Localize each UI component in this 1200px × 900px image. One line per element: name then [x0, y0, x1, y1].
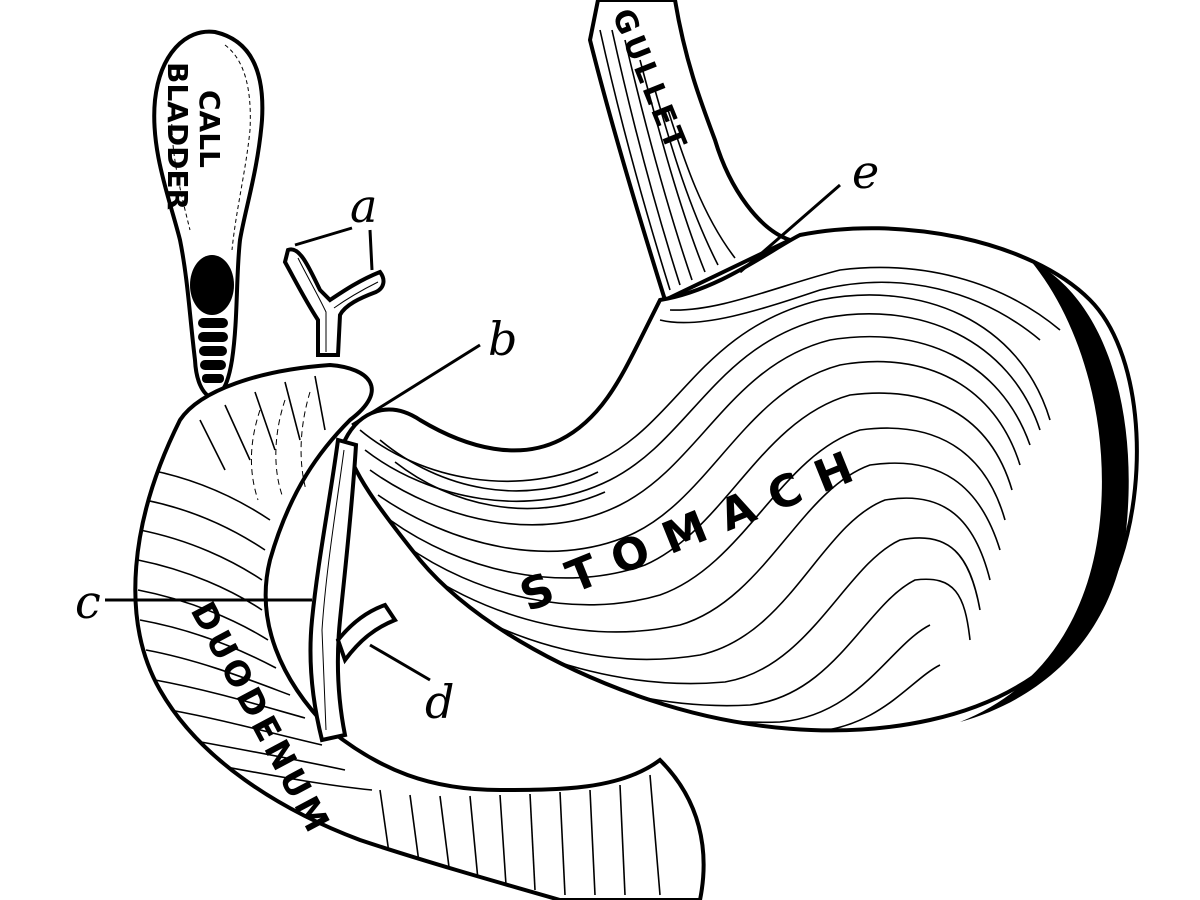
label-c: c	[75, 575, 101, 629]
gall-duct-rings	[198, 318, 228, 383]
common-bile-duct	[308, 437, 399, 743]
leader-lines	[105, 183, 841, 682]
gall-label-line2: BLADDER	[161, 62, 194, 210]
hepatic-ducts	[282, 247, 386, 357]
stomach: STOMACH	[342, 226, 1139, 733]
label-b: b	[488, 312, 517, 366]
label-a: a	[350, 179, 377, 233]
gall-label-line1: CALL	[193, 90, 226, 168]
gullet: GULLET	[587, 0, 796, 303]
label-d: d	[425, 675, 454, 729]
gall-bladder: CALL BLADDER	[152, 29, 265, 401]
label-e: e	[852, 145, 879, 199]
